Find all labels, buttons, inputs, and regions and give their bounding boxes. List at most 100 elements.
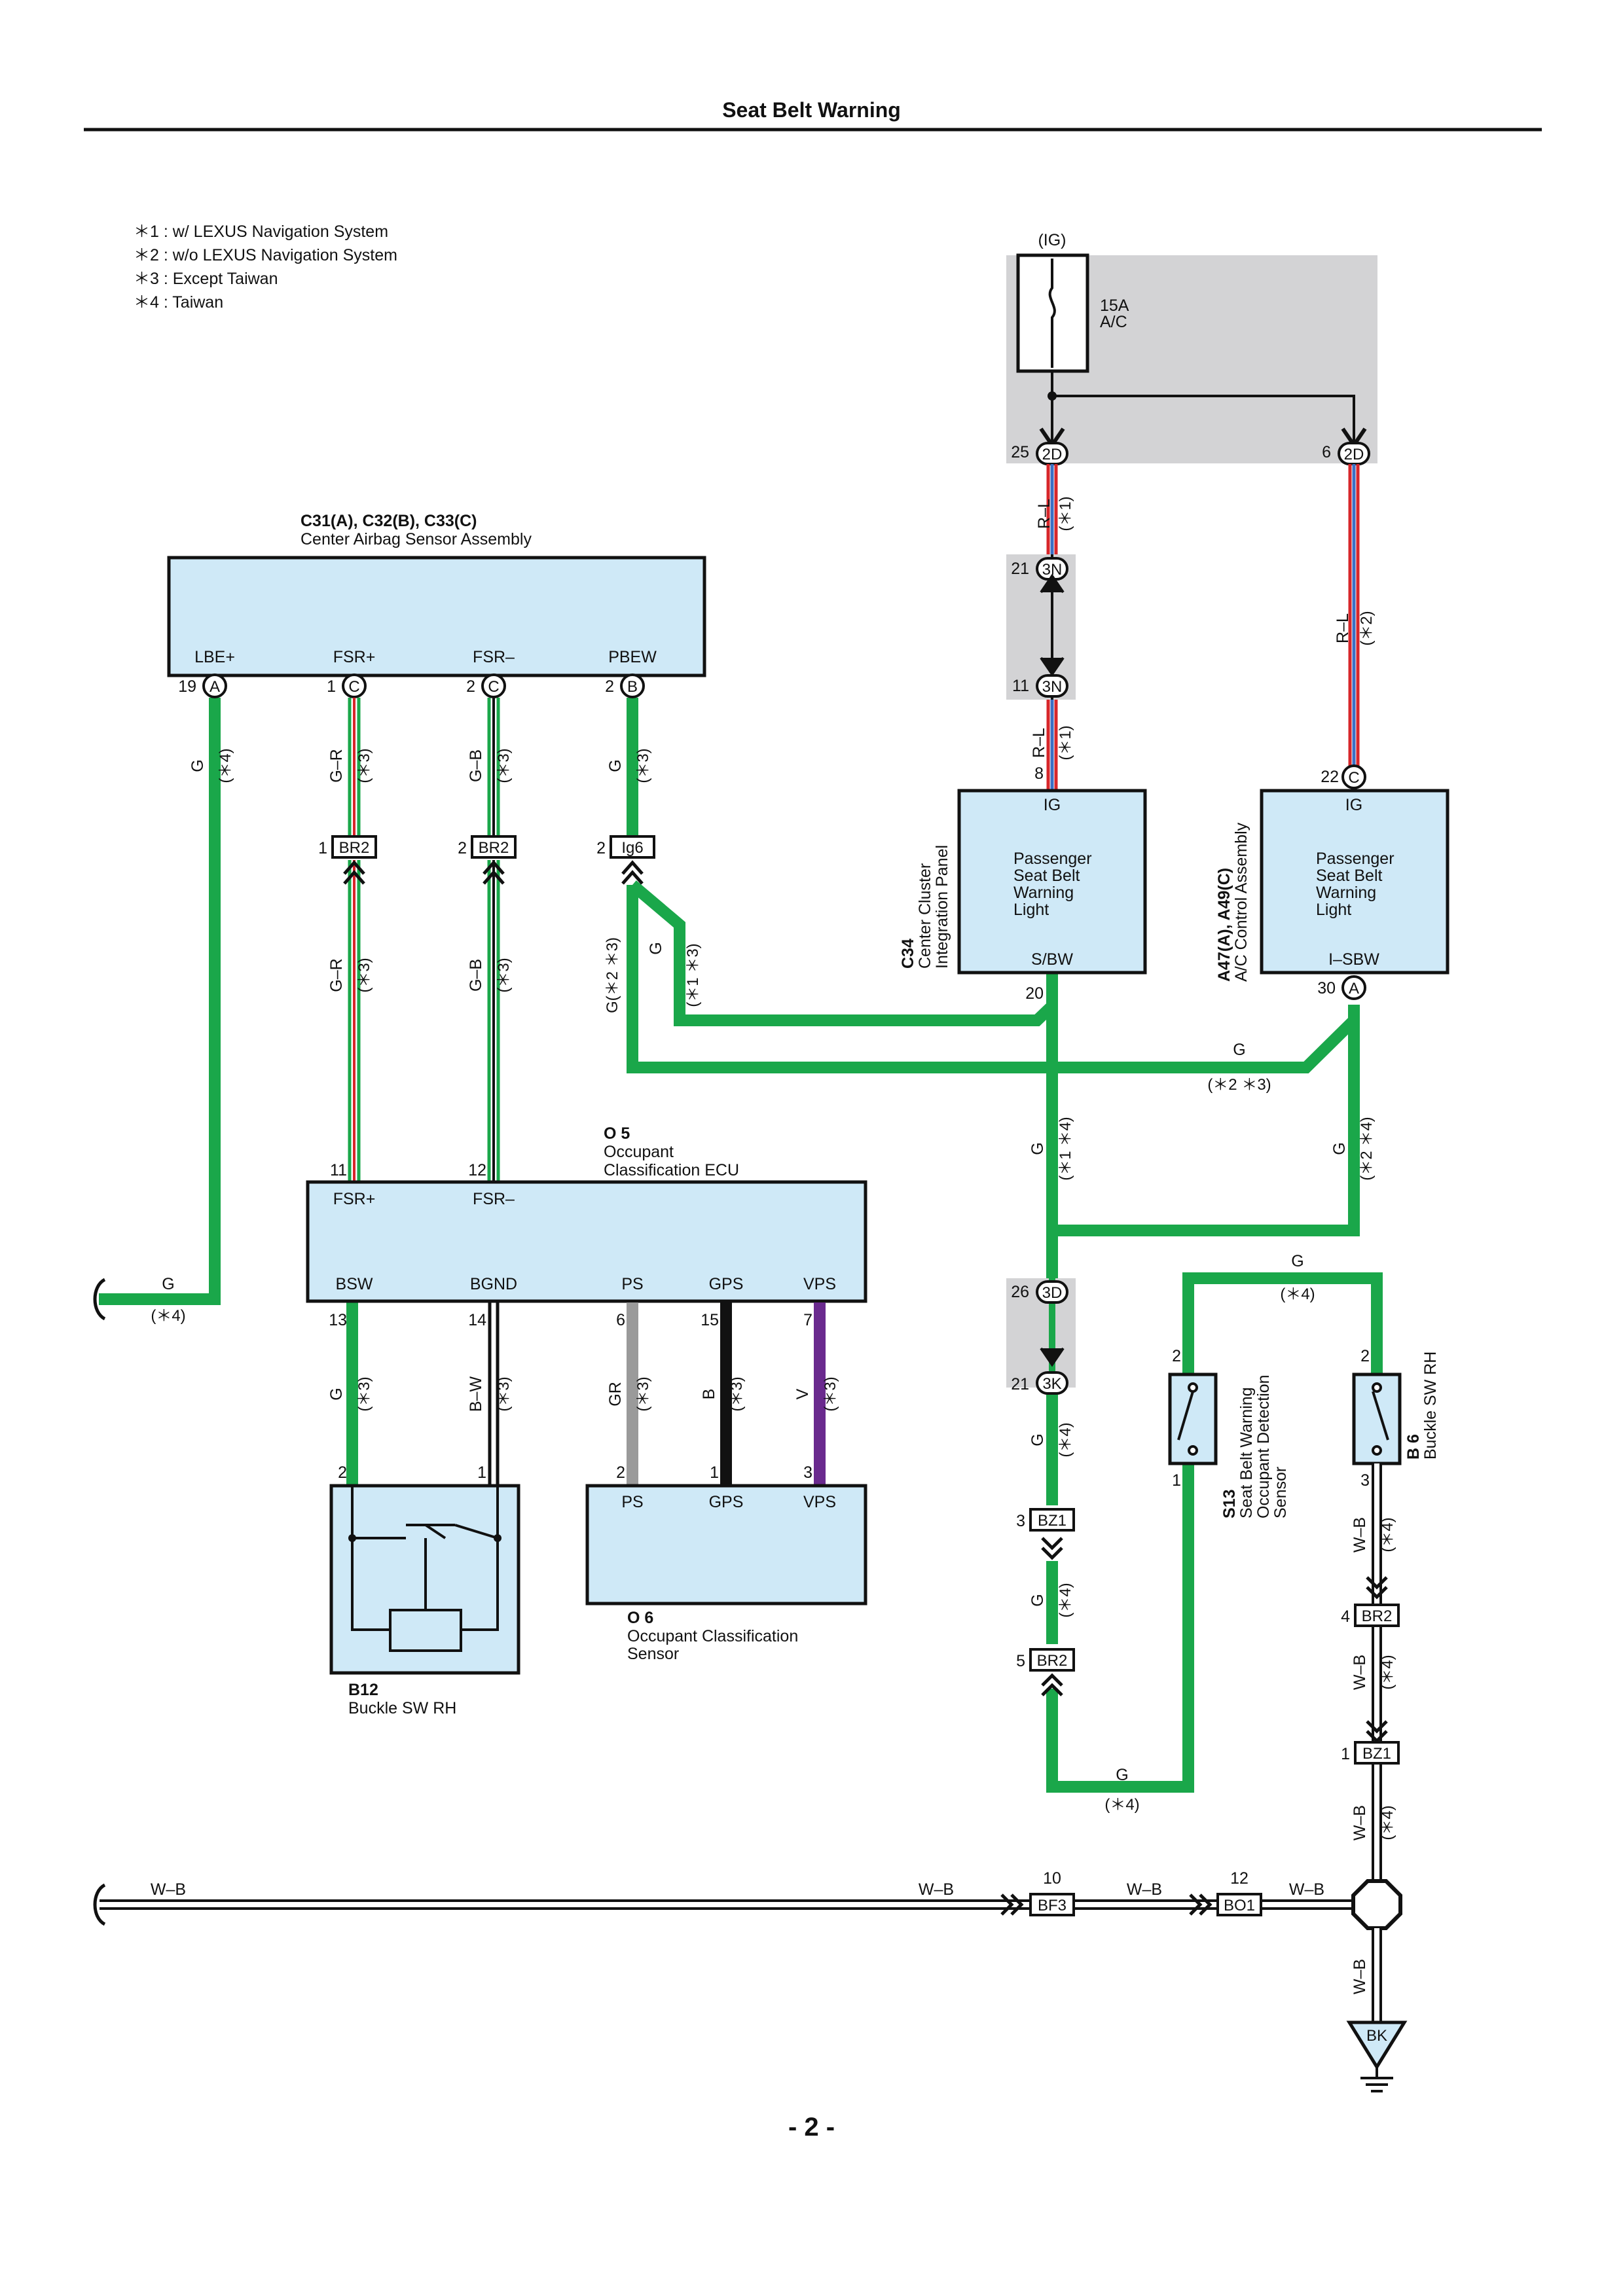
airbag-connectors: 19 A 1 C 2 C 2 B [178, 673, 645, 698]
ecu-pin-11: 11 [330, 1161, 347, 1179]
br2-lower-junction: 5 BR2 [1016, 1648, 1075, 1696]
rl-label-1: R–L [1035, 499, 1053, 529]
b12-name: Buckle SW RH [348, 1699, 456, 1717]
gb-label-1: G–B [467, 749, 485, 782]
ac-control-box [1260, 789, 1450, 975]
g-label-pbew: G [606, 759, 625, 772]
svg-text:1: 1 [1341, 1745, 1350, 1763]
page-title: Seat Belt Warning [722, 98, 901, 122]
fuse-element [1048, 259, 1056, 368]
ac-ig: IG [1345, 796, 1362, 814]
wb-label-bz1: W–B [1351, 1805, 1369, 1840]
break-mark-top [93, 1278, 106, 1321]
ac-isbw: I–SBW [1328, 950, 1379, 969]
n4-label-s13-top: (＊4) [1280, 1285, 1315, 1303]
fuse-rating: 15A [1100, 296, 1129, 315]
pin-21-3k: 21 [1011, 1375, 1029, 1393]
g-label-bottom: G [1116, 1766, 1128, 1784]
wb-right-chain [1372, 1463, 1382, 1898]
o6-vps: VPS [803, 1493, 836, 1511]
n13-label: (＊1 ＊3) [684, 943, 702, 1007]
fuse-conn-left-label: 2D [1042, 446, 1063, 463]
ac-id: A47(A), A49(C) [1215, 868, 1233, 982]
cluster-body-2: Seat Belt [1013, 867, 1080, 885]
svg-text:4: 4 [1341, 1607, 1350, 1626]
fuse-name: A/C [1100, 313, 1127, 331]
green-wire-network [99, 698, 1383, 1793]
n3-gr-1: (＊3) [356, 748, 373, 783]
o6-name-2: Sensor [627, 1645, 679, 1663]
s13-id: S13 [1220, 1490, 1239, 1518]
br2-left-junction: 1 BR2 [318, 835, 377, 885]
page-number: - 2 - [788, 2113, 835, 2142]
ground-bk-label: BK [1366, 2027, 1387, 2045]
o6-pin-1: 1 [710, 1463, 719, 1482]
n3-vps: (＊3) [822, 1376, 839, 1411]
n3-gps: (＊3) [728, 1376, 746, 1411]
note-4: ＊4 : Taiwan [134, 293, 224, 312]
airbag-ids: C31(A), C32(B), C33(C) [301, 512, 477, 530]
ground-splice-octagon [1351, 1879, 1402, 1930]
airbag-terminal-pbew: PBEW [608, 648, 657, 666]
svg-text:Ig6: Ig6 [621, 839, 643, 857]
wb-label-br2: W–B [1351, 1655, 1369, 1690]
o6-ps: PS [621, 1493, 643, 1511]
svg-text:19: 19 [178, 677, 196, 696]
br2-right-lower-junction: 4 BR2 [1341, 1576, 1400, 1627]
s13-switch [1177, 1382, 1198, 1456]
ecu-pin-12: 12 [468, 1161, 486, 1179]
o6-pin-3: 3 [803, 1463, 812, 1482]
ac-name: A/C Control Assembly [1232, 822, 1250, 982]
wb-to-ground [1372, 1928, 1382, 2022]
fuse-block: (IG) 15A A/C 25 2D 6 2D [1006, 231, 1377, 465]
bz1-lower-junction: 3 BZ1 [1016, 1508, 1075, 1560]
airbag-terminal-lbe: LBE+ [194, 648, 235, 666]
fuse-branch-wire [1052, 395, 1355, 445]
n4-wb-br2: (＊4) [1379, 1655, 1396, 1689]
svg-text:BZ1: BZ1 [1362, 1745, 1391, 1763]
n3-pbew: (＊3) [634, 748, 652, 783]
ecu-id: O 5 [604, 1124, 630, 1143]
wb-bus [100, 1899, 1354, 1910]
o6-gps: GPS [709, 1493, 744, 1511]
ground-bk-triangle [1346, 2020, 1408, 2070]
n4-label-bottom: (＊4) [1104, 1796, 1139, 1814]
svg-text:C: C [348, 678, 359, 696]
svg-text:BZ1: BZ1 [1038, 1512, 1067, 1530]
conn-c-22 [1341, 764, 1366, 789]
b12-pin-1: 1 [477, 1463, 486, 1482]
n3-ps: (＊3) [634, 1376, 652, 1411]
ecu-name-1: Occupant [604, 1143, 674, 1161]
bz1-right-junction: 1 BZ1 [1341, 1720, 1400, 1765]
ecu-pin-6: 6 [616, 1311, 625, 1329]
ecu-bgnd: BGND [470, 1275, 517, 1293]
ecu-pin-7: 7 [803, 1311, 812, 1329]
note-3: ＊3 : Except Taiwan [134, 270, 278, 288]
v-label: V [793, 1388, 812, 1399]
svg-text:C: C [488, 678, 499, 696]
n3-gb-1: (＊3) [495, 748, 513, 783]
svg-text:BR2: BR2 [339, 839, 370, 857]
s13-name-3: Sensor [1271, 1467, 1290, 1518]
n24-label: (＊2 ＊4) [1358, 1117, 1376, 1180]
s13-name-2: Occupant Detection [1254, 1374, 1273, 1518]
wb-label-ground: W–B [1351, 1959, 1369, 1994]
g-label-left-end: G [162, 1275, 174, 1293]
bf3-junction: 10 BF3 [1000, 1869, 1075, 1916]
b6-switch [1372, 1382, 1389, 1456]
n23-label: (＊2 ＊3) [1207, 1076, 1271, 1094]
cluster-name-2: Integration Panel [933, 845, 951, 969]
connector-3n-bottom [1036, 674, 1068, 698]
break-mark-bottom [93, 1883, 106, 1926]
connector-3d-label: 3D [1042, 1284, 1063, 1302]
n4-bz1: (＊4) [1057, 1583, 1074, 1617]
svg-text:10: 10 [1043, 1869, 1061, 1888]
fuse-pin-right: 6 [1322, 443, 1331, 461]
gr-label-2: G–R [327, 958, 346, 992]
gb-wire [487, 698, 500, 1182]
note-1: ＊1 : w/ LEXUS Navigation System [134, 223, 389, 241]
n14-label: (＊1 ＊4) [1057, 1117, 1074, 1180]
conn-a-30 [1341, 975, 1366, 1000]
fuse-pin-left: 25 [1011, 443, 1029, 461]
svg-text:2: 2 [605, 677, 614, 696]
